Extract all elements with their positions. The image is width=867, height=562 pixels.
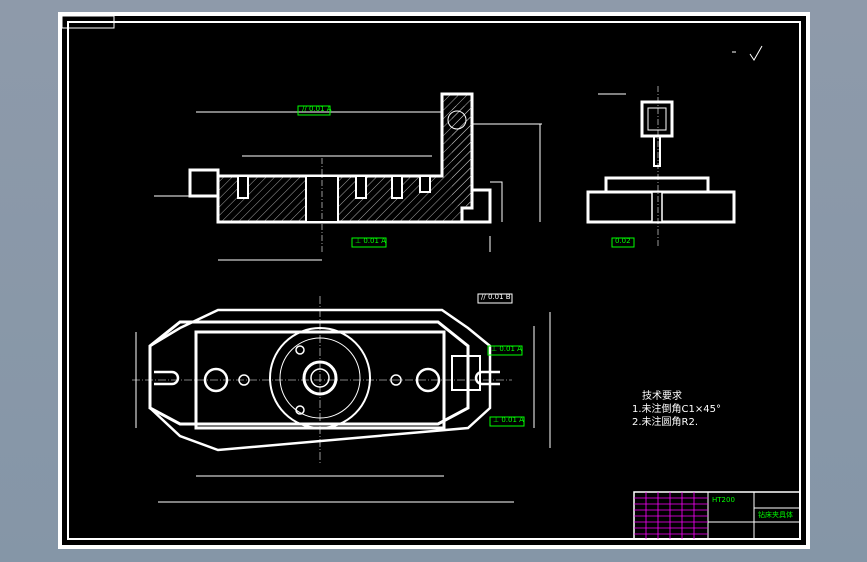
tolerance-frame-top-parallel: [477, 293, 513, 304]
tol-datum: A: [381, 237, 386, 245]
corner-label-box: [62, 16, 115, 29]
tolerance-frame-parallel-front: [297, 105, 331, 116]
tolerance-frame-top-perp-2: [489, 416, 525, 427]
tol-datum: B: [505, 293, 511, 301]
title-block-part-name: 钻床夹具体: [758, 511, 793, 519]
tolerance-frame-perp-front: [351, 237, 387, 248]
technical-requirement-item: 1.未注倒角C1×45°: [632, 404, 721, 415]
technical-requirement-item: 2.未注圆角R2.: [632, 417, 699, 428]
tolerance-label-top-perp-1: ⊥ 0.01 A: [491, 345, 522, 354]
tol-symbol: ⊥: [493, 416, 500, 424]
side-view: [586, 86, 736, 248]
inner-frame: [67, 21, 801, 540]
tol-datum: A: [517, 345, 522, 353]
title-block-material: HT200: [712, 496, 735, 504]
front-section-view: [154, 92, 542, 261]
tol-symbol: ⊥: [491, 345, 498, 353]
tol-value: 0.01: [487, 293, 504, 301]
technical-requirements-heading: 技术要求: [642, 391, 682, 402]
drawing-canvas: // 0.01 A ⊥ 0.01 A // 0.01 B ⊥ 0.01 A ⊥ …: [62, 16, 806, 545]
tolerance-label-side: 0.02: [615, 237, 631, 246]
tol-symbol: //: [481, 293, 486, 301]
tolerance-label-top-perp-2: ⊥ 0.01 A: [493, 416, 524, 425]
roughness-symbol: [732, 45, 763, 61]
tolerance-label-top-parallel: // 0.01 B: [481, 293, 511, 302]
tol-value: 0.01: [501, 416, 517, 424]
tol-symbol: //: [302, 105, 307, 113]
tol-datum: A: [519, 416, 524, 424]
tolerance-label-front-parallel: // 0.01 A: [302, 105, 332, 114]
tolerance-frame-side: [611, 237, 635, 248]
tol-value: 0.01: [308, 105, 325, 113]
tol-value: 0.01: [363, 237, 379, 245]
title-block: [633, 491, 801, 540]
tol-datum: A: [326, 105, 332, 113]
tol-value: 0.01: [499, 345, 515, 353]
tol-value: 0.02: [615, 237, 631, 245]
tolerance-frame-top-perp-1: [487, 345, 523, 356]
top-view: [132, 293, 551, 503]
tol-symbol: ⊥: [355, 237, 362, 245]
technical-requirements: 技术要求 1.未注倒角C1×45° 2.未注圆角R2.: [632, 390, 721, 429]
cad-drawing: [62, 16, 801, 540]
tolerance-label-front-perp: ⊥ 0.01 A: [355, 237, 386, 246]
